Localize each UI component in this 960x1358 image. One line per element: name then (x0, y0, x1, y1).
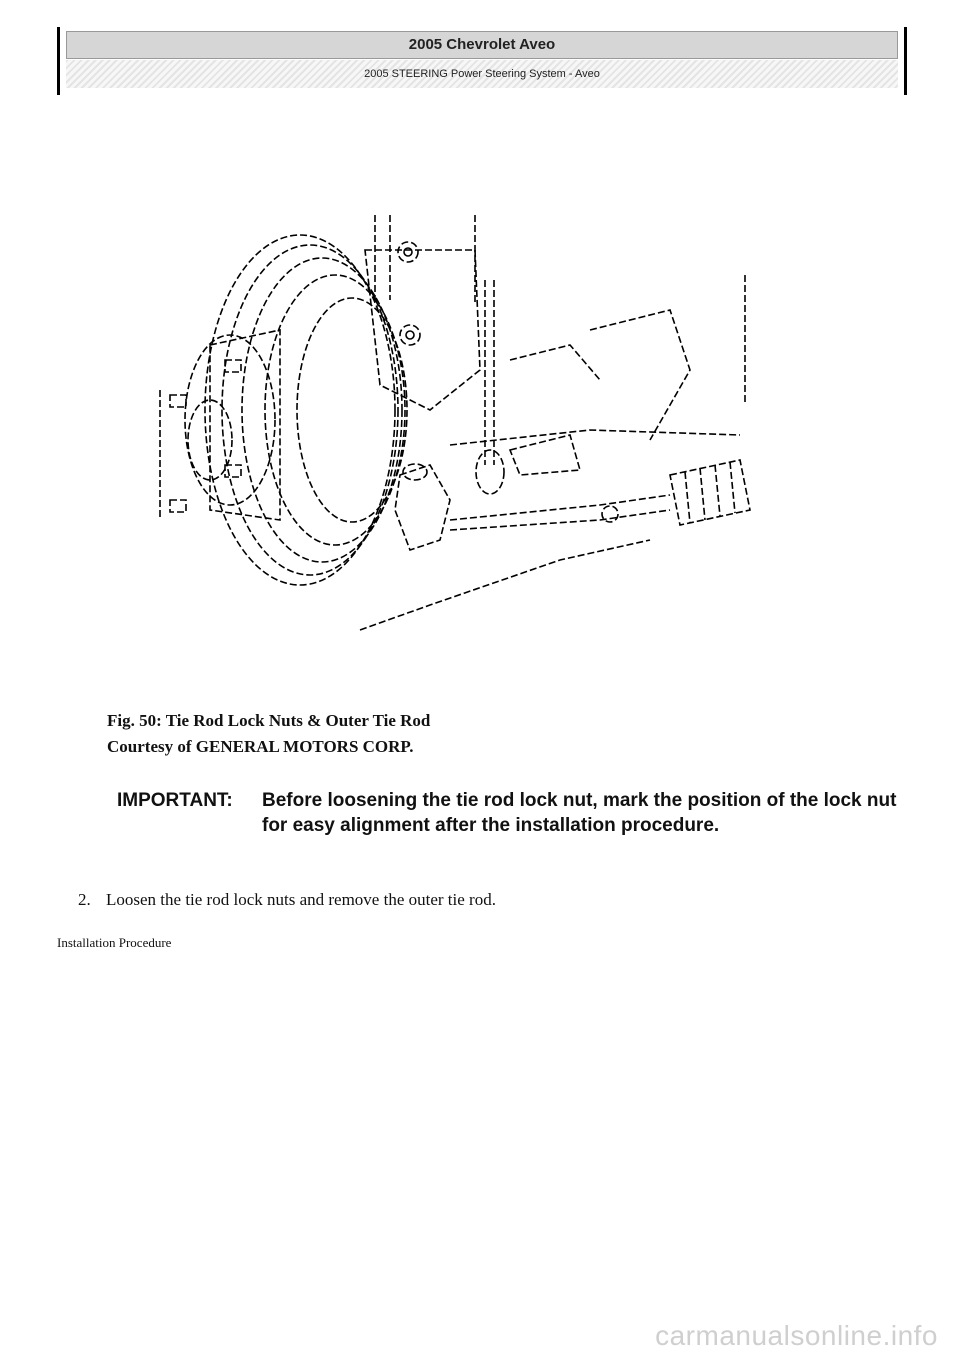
tie-rod-illustration (159, 215, 751, 631)
caption-courtesy: Courtesy of GENERAL MOTORS CORP. (107, 737, 414, 756)
section-heading: Installation Procedure (57, 935, 172, 950)
header-subtitle: 2005 STEERING Power Steering System - Av… (66, 60, 898, 88)
important-text: Before loosening the tie rod lock nut, m… (262, 790, 897, 836)
procedure-step: 2. Loosen the tie rod lock nuts and remov… (78, 890, 496, 910)
step-text: Loosen the tie rod lock nuts and remove … (106, 890, 496, 909)
figure-caption: Fig. 50: Tie Rod Lock Nuts & Outer Tie R… (107, 708, 430, 760)
step-number: 2. (78, 890, 91, 909)
caption-title: Fig. 50: Tie Rod Lock Nuts & Outer Tie R… (107, 711, 431, 730)
header-title: 2005 Chevrolet Aveo (66, 31, 898, 59)
site-watermark: carmanualsonline.info (655, 1320, 938, 1351)
page-header: 2005 Chevrolet Aveo 2005 STEERING Power … (57, 27, 907, 95)
important-label: IMPORTANT: (117, 790, 233, 811)
